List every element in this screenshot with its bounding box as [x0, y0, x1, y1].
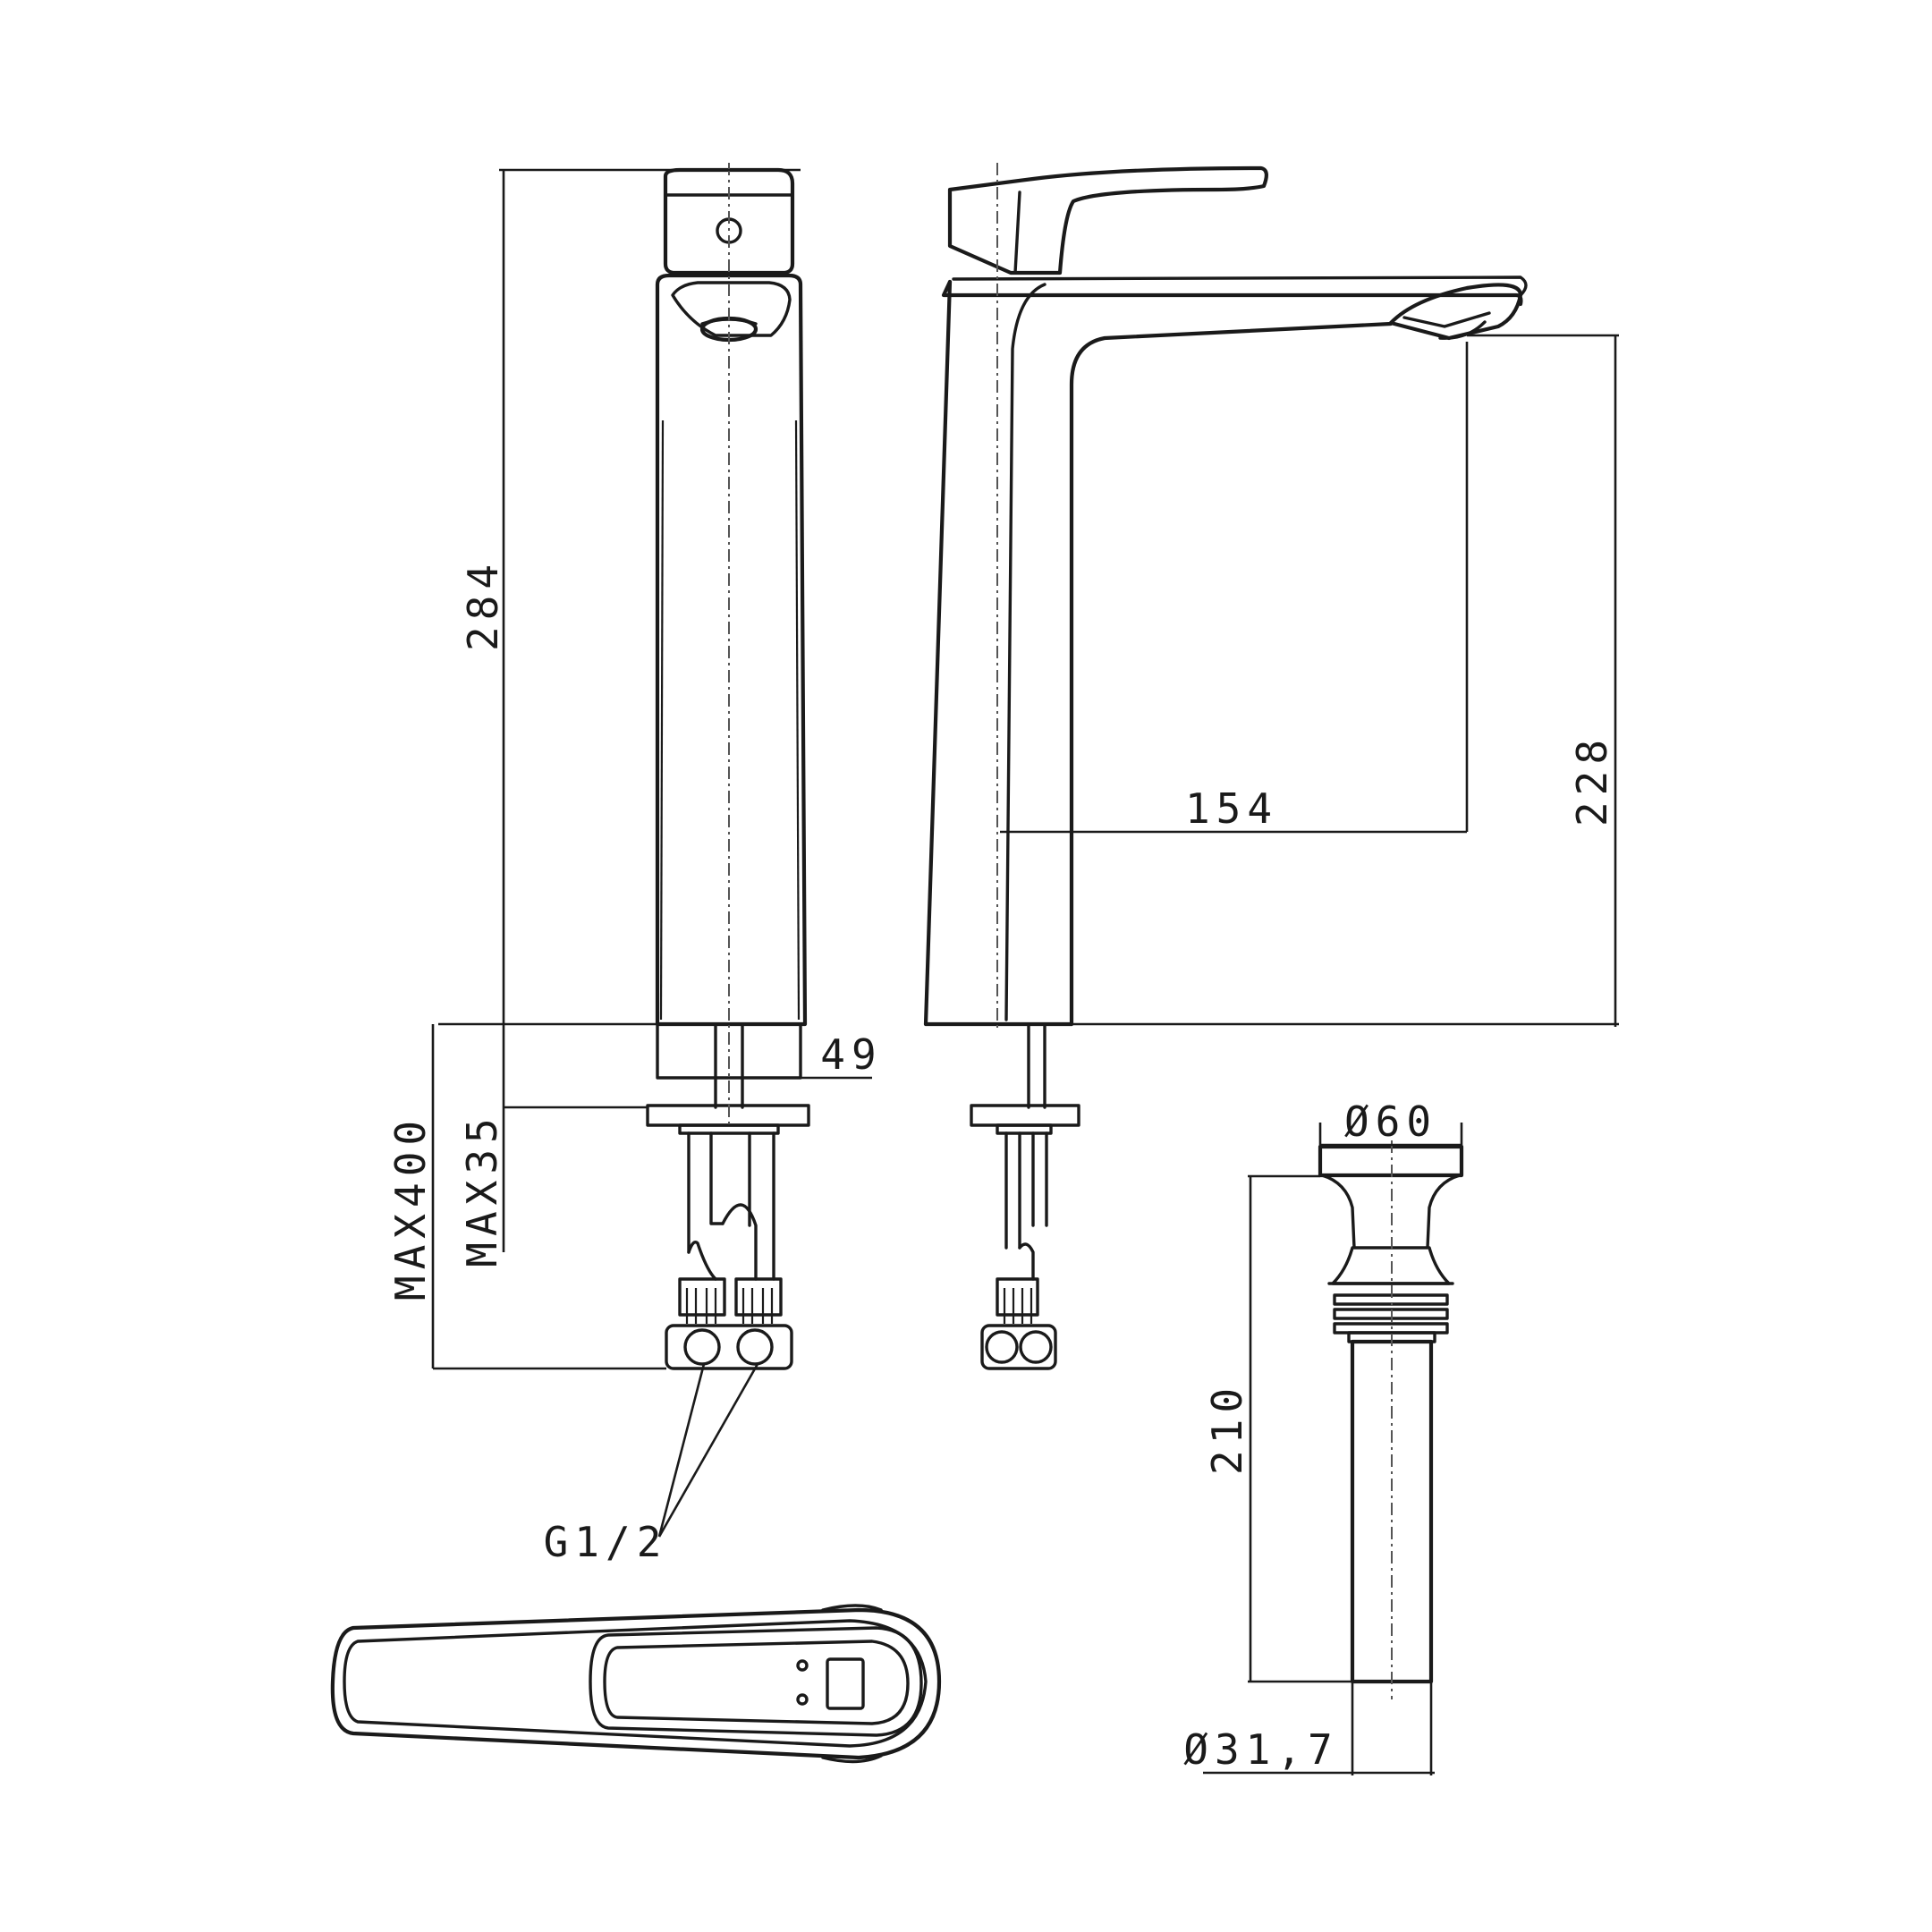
faucet-top-view — [330, 1604, 942, 1764]
label-drain-diameter: Ø60 — [1344, 1097, 1437, 1146]
pop-up-drain — [1318, 1140, 1464, 1699]
label-body-shank: 49 — [820, 1030, 882, 1079]
label-max-hose: MAX400 — [386, 1114, 435, 1301]
label-drain-length: 210 — [1203, 1382, 1251, 1475]
dimension-labels: 284 228 154 49 MAX35 MAX400 G1/2 Ø60 210… — [386, 558, 1616, 1774]
label-spout-height: 228 — [1568, 733, 1616, 826]
label-max-counter: MAX35 — [458, 1112, 506, 1267]
dimension-lines — [431, 168, 1619, 1775]
label-spout-reach: 154 — [1185, 784, 1278, 833]
faucet-side-view — [923, 163, 1528, 1370]
label-drain-pipe: Ø31,7 — [1183, 1725, 1338, 1774]
label-total-height: 284 — [459, 558, 507, 651]
faucet-front-view — [646, 163, 810, 1370]
label-connection: G1/2 — [544, 1518, 668, 1566]
